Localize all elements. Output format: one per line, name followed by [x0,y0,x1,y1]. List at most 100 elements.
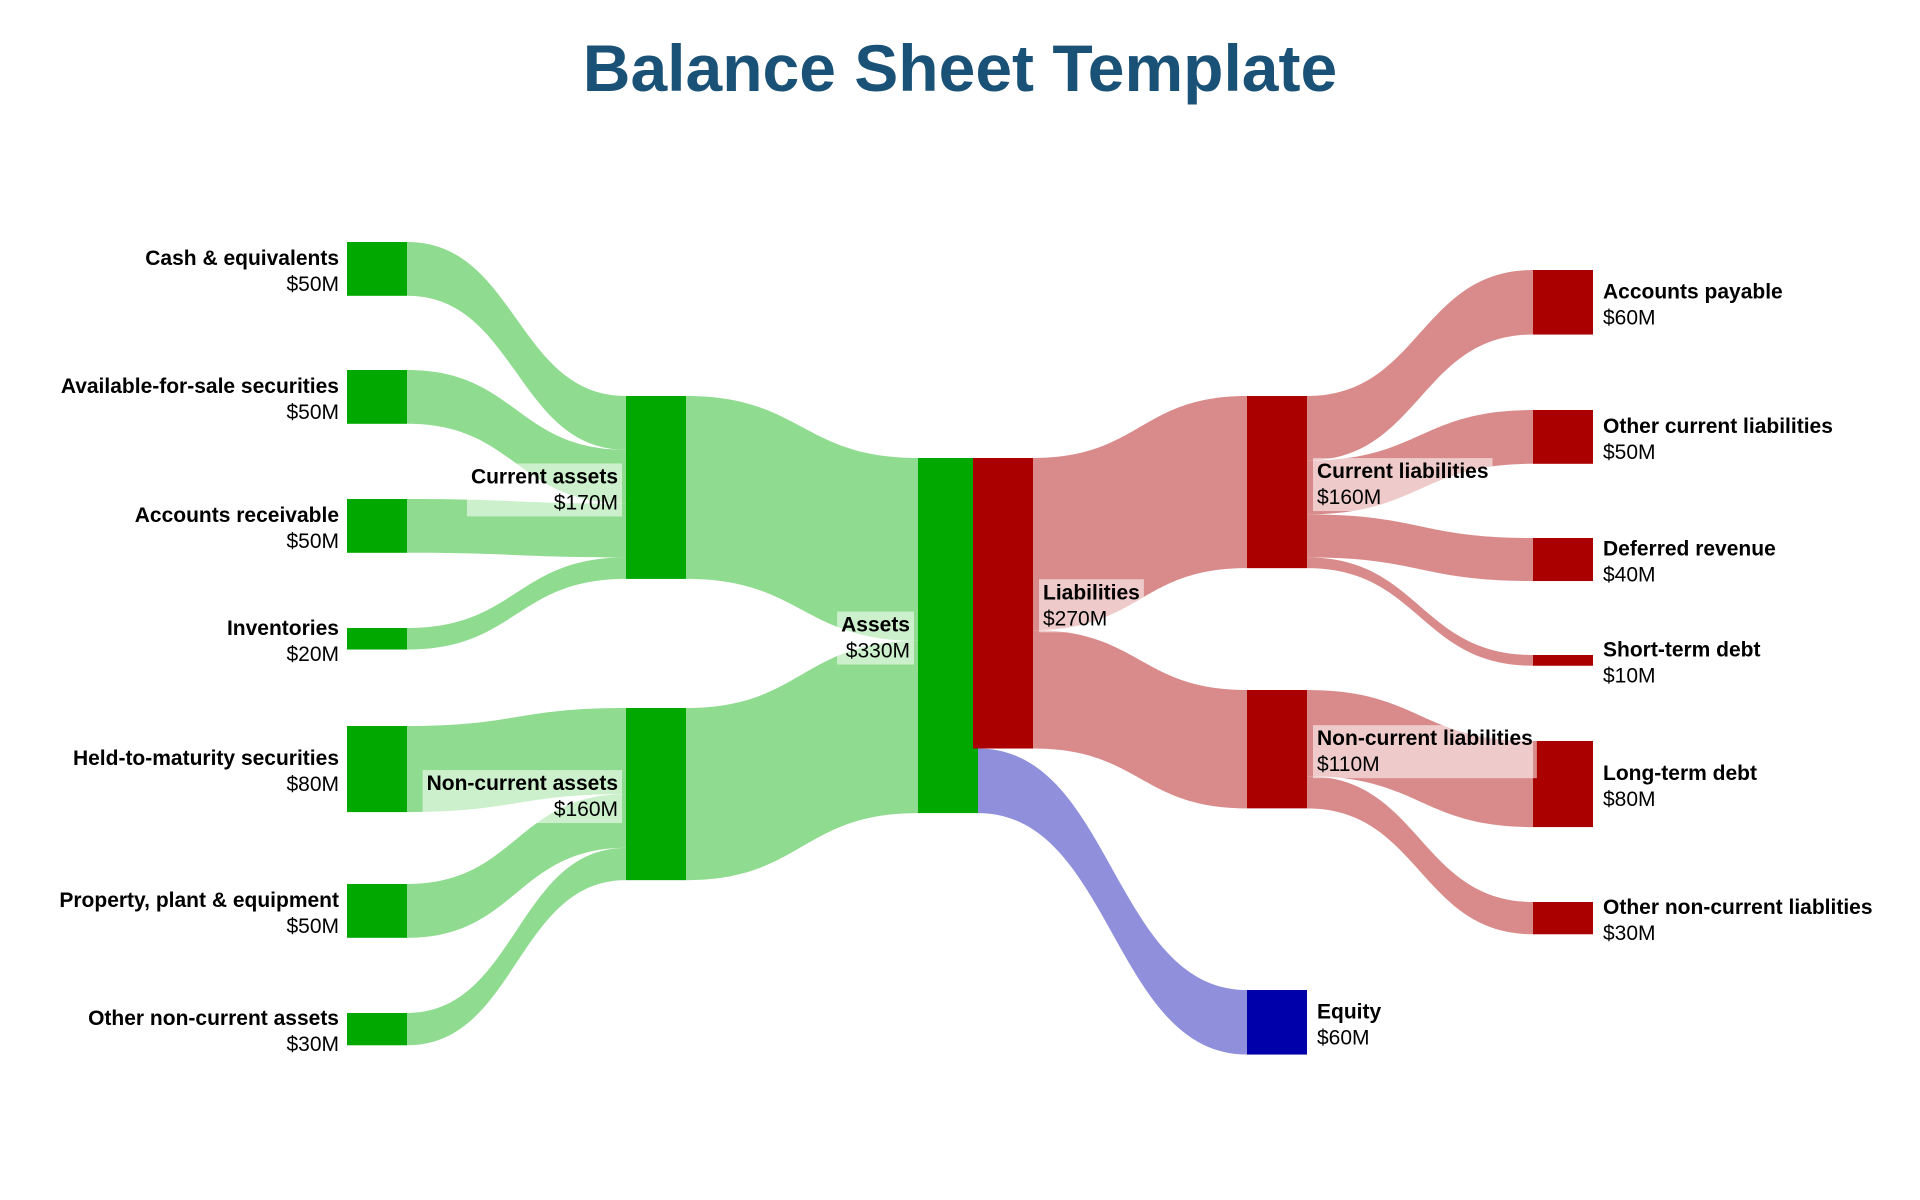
label-bg-oncl [1599,894,1877,948]
link-cl-to-ap [1307,270,1533,461]
label-value-cl: $160M [1317,486,1381,509]
node-afs [347,370,407,424]
label-value-nca: $160M [554,798,618,821]
label-bg-ap [1599,278,1787,332]
label-value-ca: $170M [554,491,618,514]
label-value-ncl: $110M [1317,753,1380,776]
label-cash: Cash & equivalents $50M [145,247,339,296]
nodes-layer [347,242,1593,1055]
label-bg-std [1599,636,1765,690]
label-htm: Held-to-maturity securities $80M [73,747,339,796]
label-bg-cl [1313,458,1493,512]
node-ap [1533,270,1593,335]
label-name-nca: Non-current assets [427,772,618,795]
label-name-liab: Liabilities [1043,581,1140,604]
label-afs: Available-for-sale securities$50M [61,375,339,424]
node-assets [918,458,978,814]
label-dr: Deferred revenue$40M [1599,535,1780,589]
link-assets-to-equity [978,748,1247,1055]
link-cash-to-ca [407,242,626,450]
label-bg-ocl [1599,412,1837,466]
label-ltd: Long-term debt $80M [1599,760,1761,814]
label-name-htm: Held-to-maturity securities [73,747,339,770]
node-oncl [1533,902,1593,935]
label-name-ocl: Other current liabilities [1603,415,1833,438]
label-value-ocl: $50M [1603,441,1656,464]
label-liab: Liabilities $270M [1039,579,1144,633]
label-name-dr: Deferred revenue [1603,538,1776,561]
label-value-htm: $80M [286,773,339,796]
label-value-ltd: $80M [1603,788,1656,811]
node-htm [347,726,407,813]
label-ncl: Non-current liabilities $110M [1313,725,1537,779]
label-value-liab: $270M [1043,607,1107,630]
node-dr [1533,538,1593,582]
label-name-std: Short-term debt [1603,638,1761,661]
node-onca [347,1013,407,1046]
label-value-cash: $50M [286,273,339,296]
label-bg-liab [1039,579,1144,633]
label-name-cl: Current liabilities [1317,460,1489,483]
label-name-ppe: Property, plant & equipment [59,889,339,912]
label-nca: Non-current assets $160M [422,770,622,824]
node-ocl [1533,410,1593,464]
node-inv [347,628,407,650]
label-ocl: Other current liabilities $50M [1599,412,1837,466]
label-bg-assets [837,611,914,665]
label-name-ar: Accounts receivable [135,504,339,527]
label-oncl: Other non-current liablities $30M [1599,894,1877,948]
node-liab [973,458,1033,749]
node-ltd [1533,741,1593,828]
label-value-ap: $60M [1603,306,1656,329]
labels-layer: Cash & equivalents $50M Available-for-sale… [59,247,1877,1056]
label-name-afs: Available-for-sale securities [61,375,339,398]
label-ap: Accounts payable $60M [1599,278,1787,332]
label-value-std: $10M [1603,664,1656,687]
label-std: Short-term debt $10M [1599,636,1765,690]
label-name-cash: Cash & equivalents [145,247,339,270]
label-ar: Accounts receivable $50M [135,504,339,553]
label-bg-nca [422,770,622,824]
link-cl-to-std [1307,557,1533,666]
label-bg-dr [1599,535,1780,589]
link-nca-to-assets [686,640,918,881]
label-ca: Current assets$170M [466,463,622,517]
label-value-ppe: $50M [286,915,339,938]
label-name-ncl: Non-current liabilities [1317,727,1533,750]
link-cl-to-dr [1307,514,1533,582]
label-name-oncl: Other non-current liablities [1603,896,1873,919]
label-name-onca: Other non-current assets [88,1007,339,1030]
label-bg-equity [1313,998,1386,1052]
label-name-ltd: Long-term debt [1603,762,1757,785]
label-assets: Assets$330M [837,611,914,665]
label-value-oncl: $30M [1603,922,1656,945]
node-ppe [347,884,407,938]
link-onca-to-nca [407,847,626,1046]
label-name-inv: Inventories [227,617,339,640]
chart-title: Balance Sheet Template [582,31,1338,105]
node-equity [1247,990,1307,1055]
label-value-assets: $330M [846,640,910,663]
label-value-equity: $60M [1317,1026,1370,1049]
label-equity: Equity $60M [1313,998,1386,1052]
node-ncl [1247,690,1307,809]
label-value-inv: $20M [286,643,339,666]
label-value-ar: $50M [286,530,339,553]
label-name-ap: Accounts payable [1603,280,1783,303]
node-std [1533,655,1593,666]
label-bg-ltd [1599,760,1761,814]
label-inv: Inventories $20M [227,617,339,666]
label-cl: Current liabilities $160M [1313,458,1493,512]
label-onca: Other non-current assets $30M [88,1007,339,1056]
node-cl [1247,396,1307,569]
label-bg-ca [466,463,622,517]
label-bg-ncl [1313,725,1537,779]
label-name-equity: Equity [1317,1000,1381,1023]
node-cash [347,242,407,296]
node-ca [626,396,686,579]
link-ncl-to-oncl [1307,776,1533,935]
link-liab-to-cl [1033,396,1247,631]
link-ppe-to-nca [407,794,626,938]
label-value-onca: $30M [286,1033,339,1056]
